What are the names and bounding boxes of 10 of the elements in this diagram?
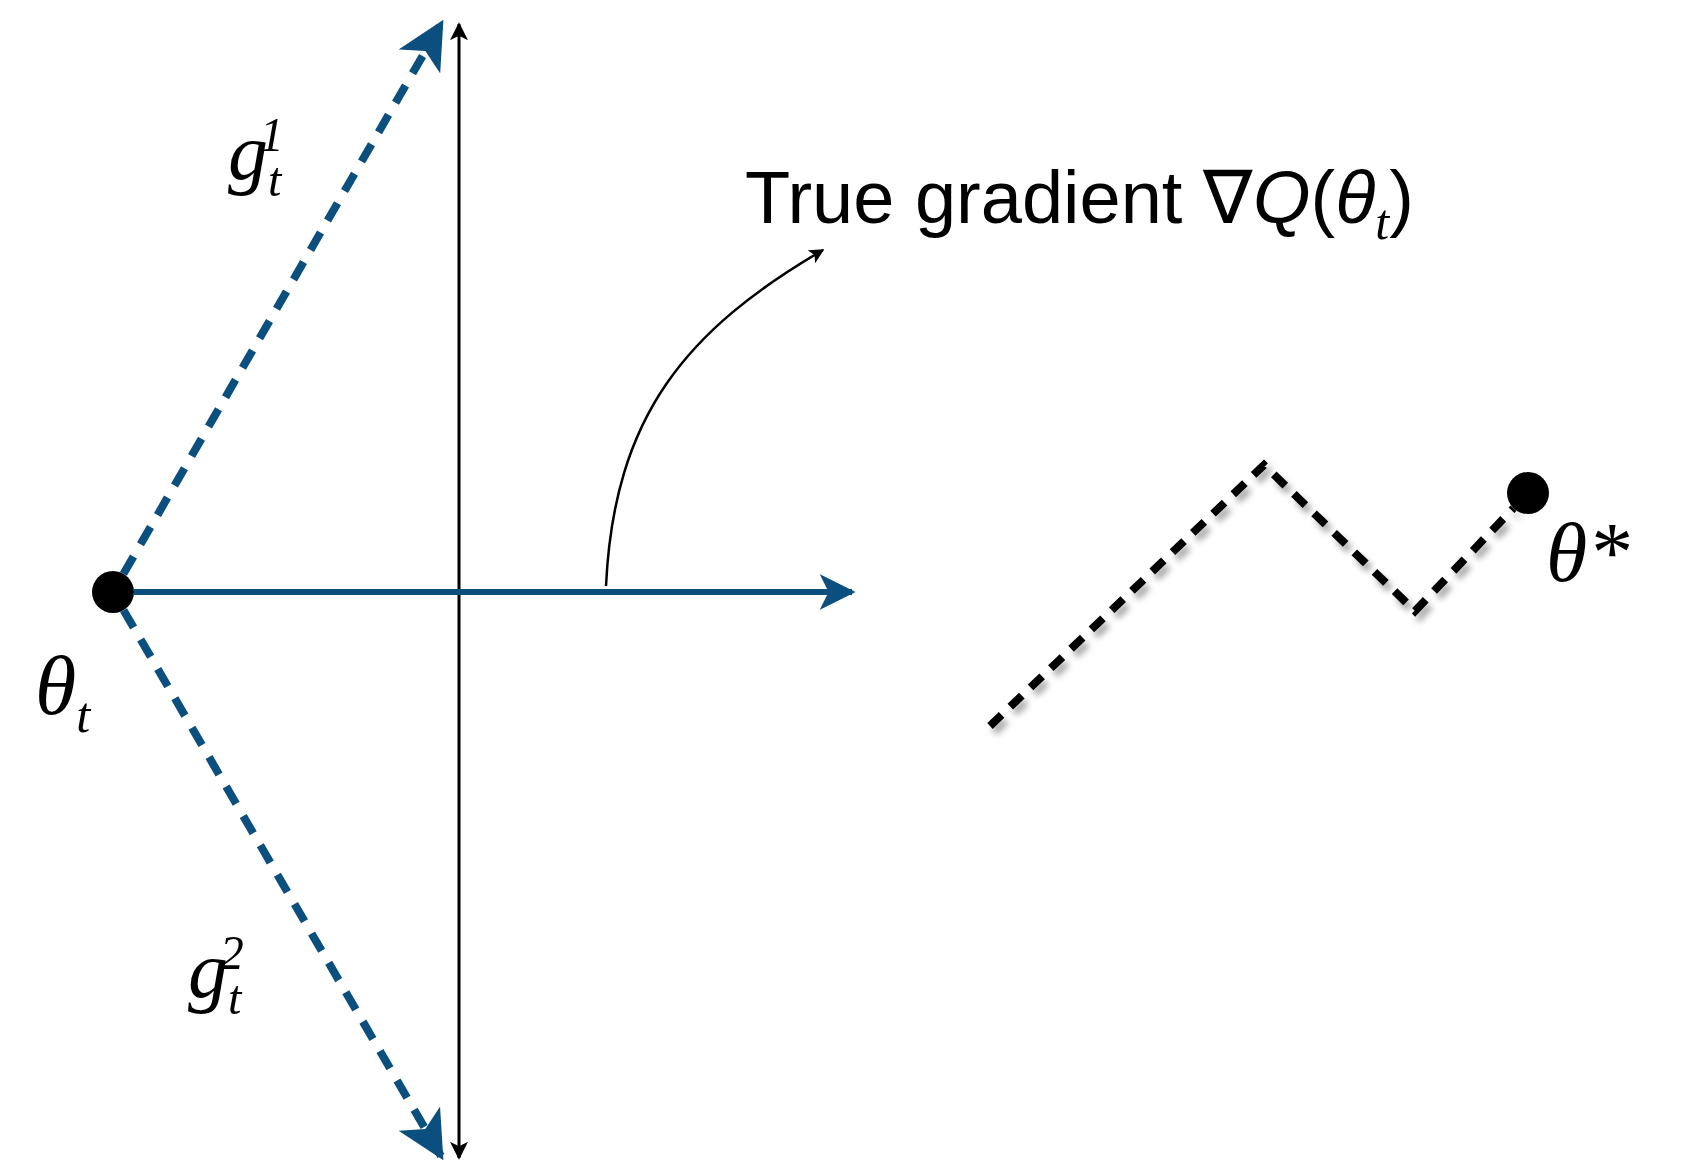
point-marker — [1507, 472, 1549, 514]
annotation-text: True gradient ∇Q(θ$_{t}$) — [745, 155, 1414, 250]
arrow — [120, 19, 445, 576]
dashed-path — [987, 459, 1517, 729]
math-label: θ$_{t}$ — [35, 644, 91, 741]
arrow — [134, 574, 856, 610]
point-marker — [92, 571, 134, 613]
curved-arrow — [604, 248, 825, 587]
arrow — [120, 608, 445, 1161]
math-label: θ* — [1546, 511, 1630, 595]
